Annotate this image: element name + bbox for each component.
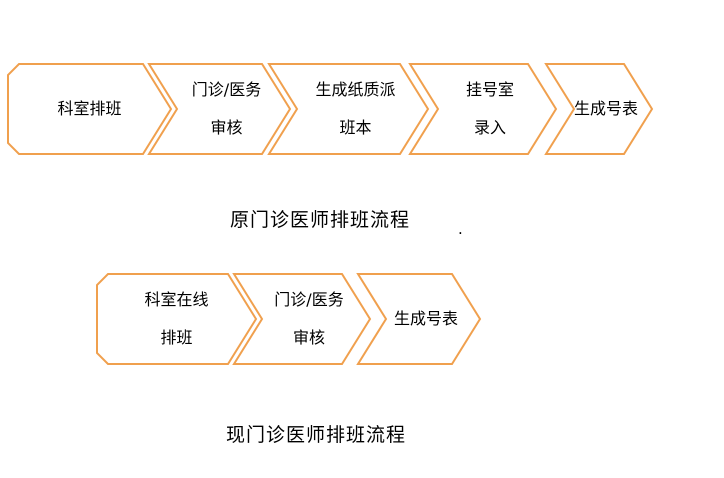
chevron-arrow-shape bbox=[232, 273, 372, 365]
flow-caption: 现门诊医师排班流程 bbox=[225, 424, 406, 446]
step-label: 生成号表 bbox=[356, 272, 482, 366]
stray-period: . bbox=[458, 220, 463, 238]
pentagon-arrow-shape bbox=[96, 273, 258, 365]
step-label-line: 生成号表 bbox=[573, 99, 638, 118]
step-label-line: 审核 bbox=[210, 118, 243, 137]
process-step: 科室排班 bbox=[6, 62, 173, 156]
step-label: 挂号室 录入 bbox=[408, 62, 558, 156]
process-step: 生成号表 bbox=[544, 62, 654, 156]
process-step: 科室在线 排班 bbox=[95, 272, 258, 366]
step-label: 生成号表 bbox=[544, 62, 654, 156]
step-label-line: 排班 bbox=[160, 328, 193, 347]
step-label-line: 科室排班 bbox=[57, 99, 122, 118]
flow-caption: 原门诊医师排班流程 bbox=[229, 209, 410, 231]
step-label: 门诊/医务 审核 bbox=[147, 62, 292, 156]
process-step: 挂号室 录入 bbox=[408, 62, 558, 156]
step-label: 科室排班 bbox=[6, 62, 173, 156]
process-step: 生成纸质派 班本 bbox=[267, 62, 430, 156]
step-label-line: 录入 bbox=[473, 118, 506, 137]
step-label-line: 门诊/医务 bbox=[274, 290, 344, 309]
chevron-arrow-shape bbox=[147, 63, 292, 155]
chevron-arrow-shape bbox=[267, 63, 430, 155]
step-label: 门诊/医务 审核 bbox=[232, 272, 372, 366]
process-step: 门诊/医务 审核 bbox=[232, 272, 372, 366]
step-label-line: 班本 bbox=[339, 118, 372, 137]
step-label-line: 生成纸质派 bbox=[315, 80, 396, 99]
pentagon-arrow-shape bbox=[7, 63, 173, 155]
step-label-line: 生成号表 bbox=[393, 309, 458, 328]
step-label: 生成纸质派 班本 bbox=[267, 62, 430, 156]
step-label-line: 审核 bbox=[292, 328, 325, 347]
process-step: 门诊/医务 审核 bbox=[147, 62, 292, 156]
step-label-line: 门诊/医务 bbox=[191, 80, 262, 99]
step-label: 科室在线 排班 bbox=[95, 272, 258, 366]
chevron-arrow-shape bbox=[356, 273, 482, 365]
process-step: 生成号表 bbox=[356, 272, 482, 366]
step-label-line: 科室在线 bbox=[144, 290, 209, 309]
step-label-line: 挂号室 bbox=[465, 80, 514, 99]
chevron-arrow-shape bbox=[544, 63, 654, 155]
chevron-arrow-shape bbox=[408, 63, 558, 155]
